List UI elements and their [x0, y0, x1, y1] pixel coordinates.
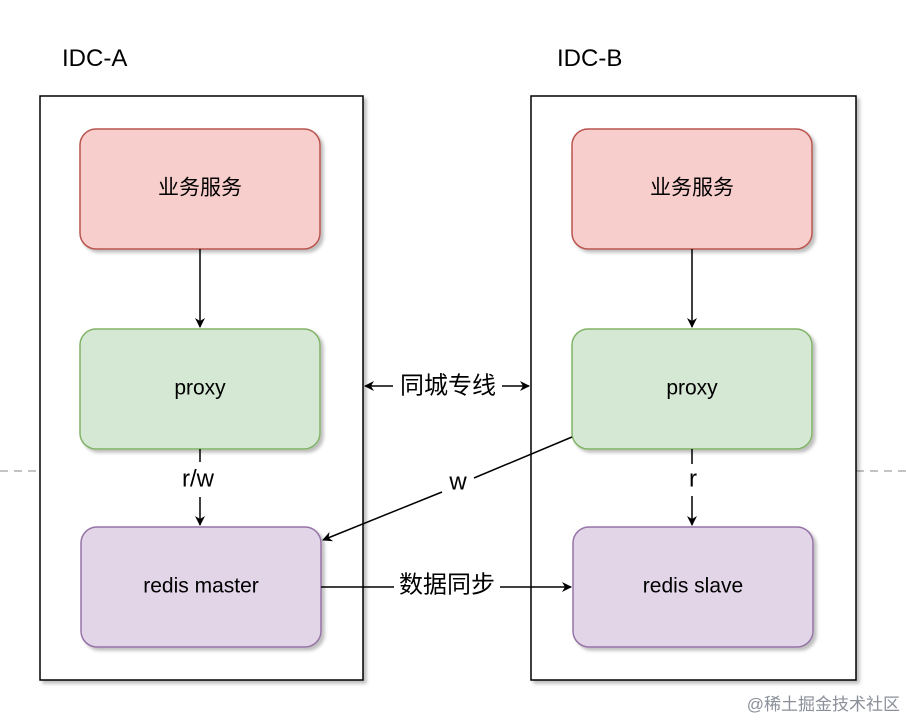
b-service-label: 业务服务 [650, 177, 734, 200]
watermark-text: @稀土掘金技术社区 [747, 695, 900, 714]
a-proxy-label: proxy [174, 377, 226, 400]
a-service-label: 业务服务 [158, 177, 242, 200]
b-w-label: w [448, 468, 467, 495]
a-rw-label: r/w [182, 465, 215, 492]
b-proxy-w-line [473, 436, 573, 479]
idc-a-title: IDC-A [62, 45, 127, 72]
dedicated-line-label: 同城专线 [400, 372, 496, 399]
b-redis-slave-box [572, 526, 814, 648]
b-redis-slave-label: redis slave [643, 575, 743, 598]
b-proxy-w-arrow [322, 491, 443, 542]
a-redis-master-label: redis master [143, 575, 259, 598]
data-sync-label: 数据同步 [399, 571, 495, 598]
idc-b-title: IDC-B [557, 45, 622, 72]
b-proxy-label: proxy [666, 377, 718, 400]
b-r-label: r [689, 465, 697, 492]
